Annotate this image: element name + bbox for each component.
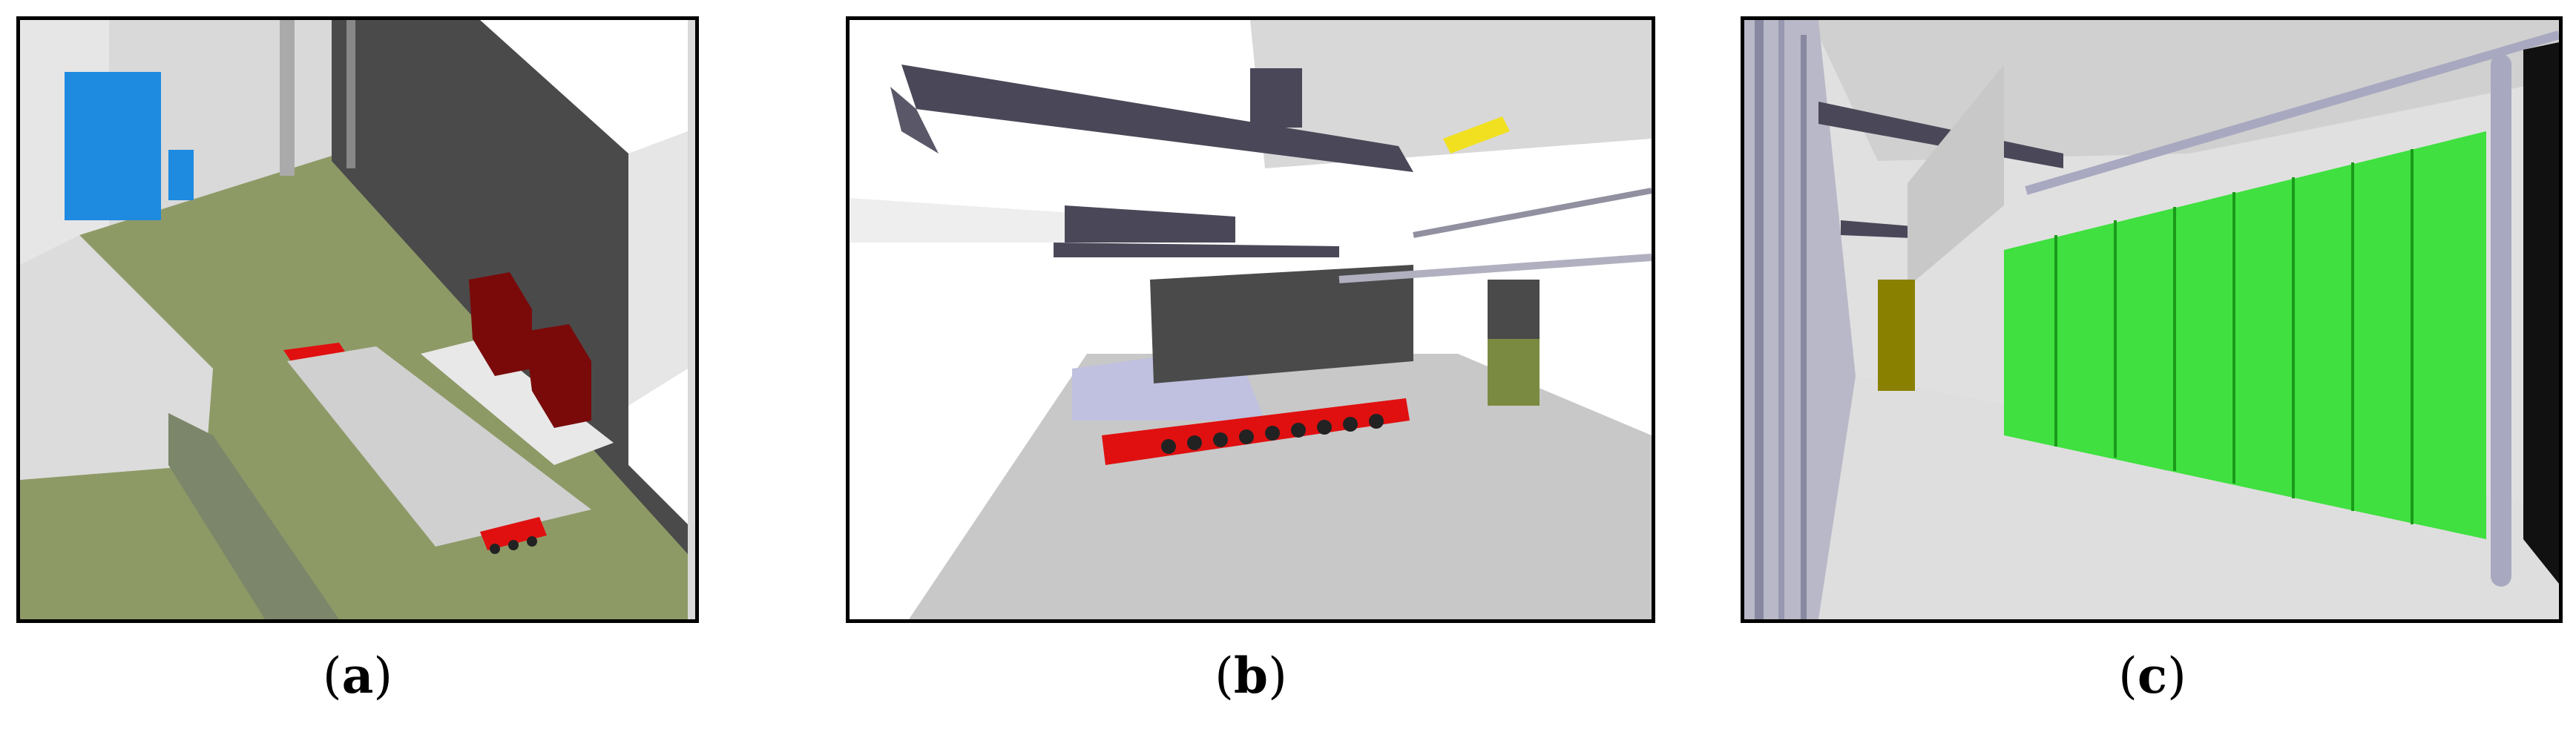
left-block	[20, 235, 213, 480]
striped-railing	[168, 413, 339, 619]
pipe-2	[1413, 188, 1652, 238]
ceiling-slab	[1250, 20, 1652, 168]
left-wall	[1744, 20, 1856, 619]
crane-trolley	[1250, 68, 1302, 128]
green-screen	[2004, 131, 2486, 539]
wheel	[490, 544, 500, 554]
gantry-block	[1065, 205, 1235, 243]
right-upper-wall	[332, 20, 688, 524]
transporter-wheels	[1161, 414, 1384, 454]
caption-b-letter: b	[1233, 647, 1269, 705]
caption-b: (b)	[1215, 647, 1287, 705]
lattice-tower	[280, 20, 295, 176]
beam-end	[890, 87, 939, 154]
left-ceiling	[850, 198, 1072, 243]
cabinet-red-2	[525, 324, 591, 428]
panel-b-scene	[850, 20, 1652, 619]
far-yellow-door	[1878, 280, 1915, 391]
panel-b-render	[846, 16, 1655, 623]
panel-c-scene	[1744, 20, 2559, 619]
transporter-red	[1102, 398, 1410, 465]
blue-door-panel	[65, 72, 161, 220]
panel-a-scene	[20, 20, 695, 619]
wheel	[1239, 429, 1254, 444]
floor	[1818, 376, 2559, 619]
panel-a-render	[16, 16, 699, 623]
tilted-panel	[1908, 65, 2004, 287]
wheel	[1317, 420, 1332, 435]
wheel	[1213, 432, 1228, 447]
wheel	[1265, 426, 1280, 441]
carried-panel	[287, 346, 591, 547]
screen-ribs	[2054, 149, 2414, 524]
blue-door	[168, 150, 194, 200]
transporter-rear	[480, 517, 547, 550]
caption-a-letter: a	[341, 647, 374, 705]
wheel	[1291, 423, 1306, 438]
cabinet-platform	[421, 339, 614, 465]
caption-a: (a)	[322, 647, 393, 705]
right-side-wall	[628, 131, 688, 406]
far-door-green	[1488, 339, 1540, 406]
ceiling-pipe	[2025, 30, 2559, 195]
cabinet-red-1	[469, 272, 532, 376]
wheel	[527, 536, 537, 547]
pipe-1	[1338, 254, 1652, 283]
crane-beam	[901, 65, 1413, 172]
caption-c: (c)	[2118, 647, 2186, 705]
crane-yellow-hoist	[1443, 116, 1510, 154]
lower-beam	[1054, 243, 1339, 257]
hanging-panel	[1150, 265, 1413, 383]
wheel	[508, 540, 519, 550]
wheel	[1161, 439, 1176, 454]
wheel	[1187, 435, 1202, 450]
wheel	[1343, 417, 1358, 432]
ladder	[346, 20, 355, 168]
right-dark-edge	[2523, 42, 2559, 584]
panel-c-render	[1741, 16, 2563, 623]
caption-c-letter: c	[2137, 647, 2168, 705]
wheel	[1369, 414, 1384, 429]
